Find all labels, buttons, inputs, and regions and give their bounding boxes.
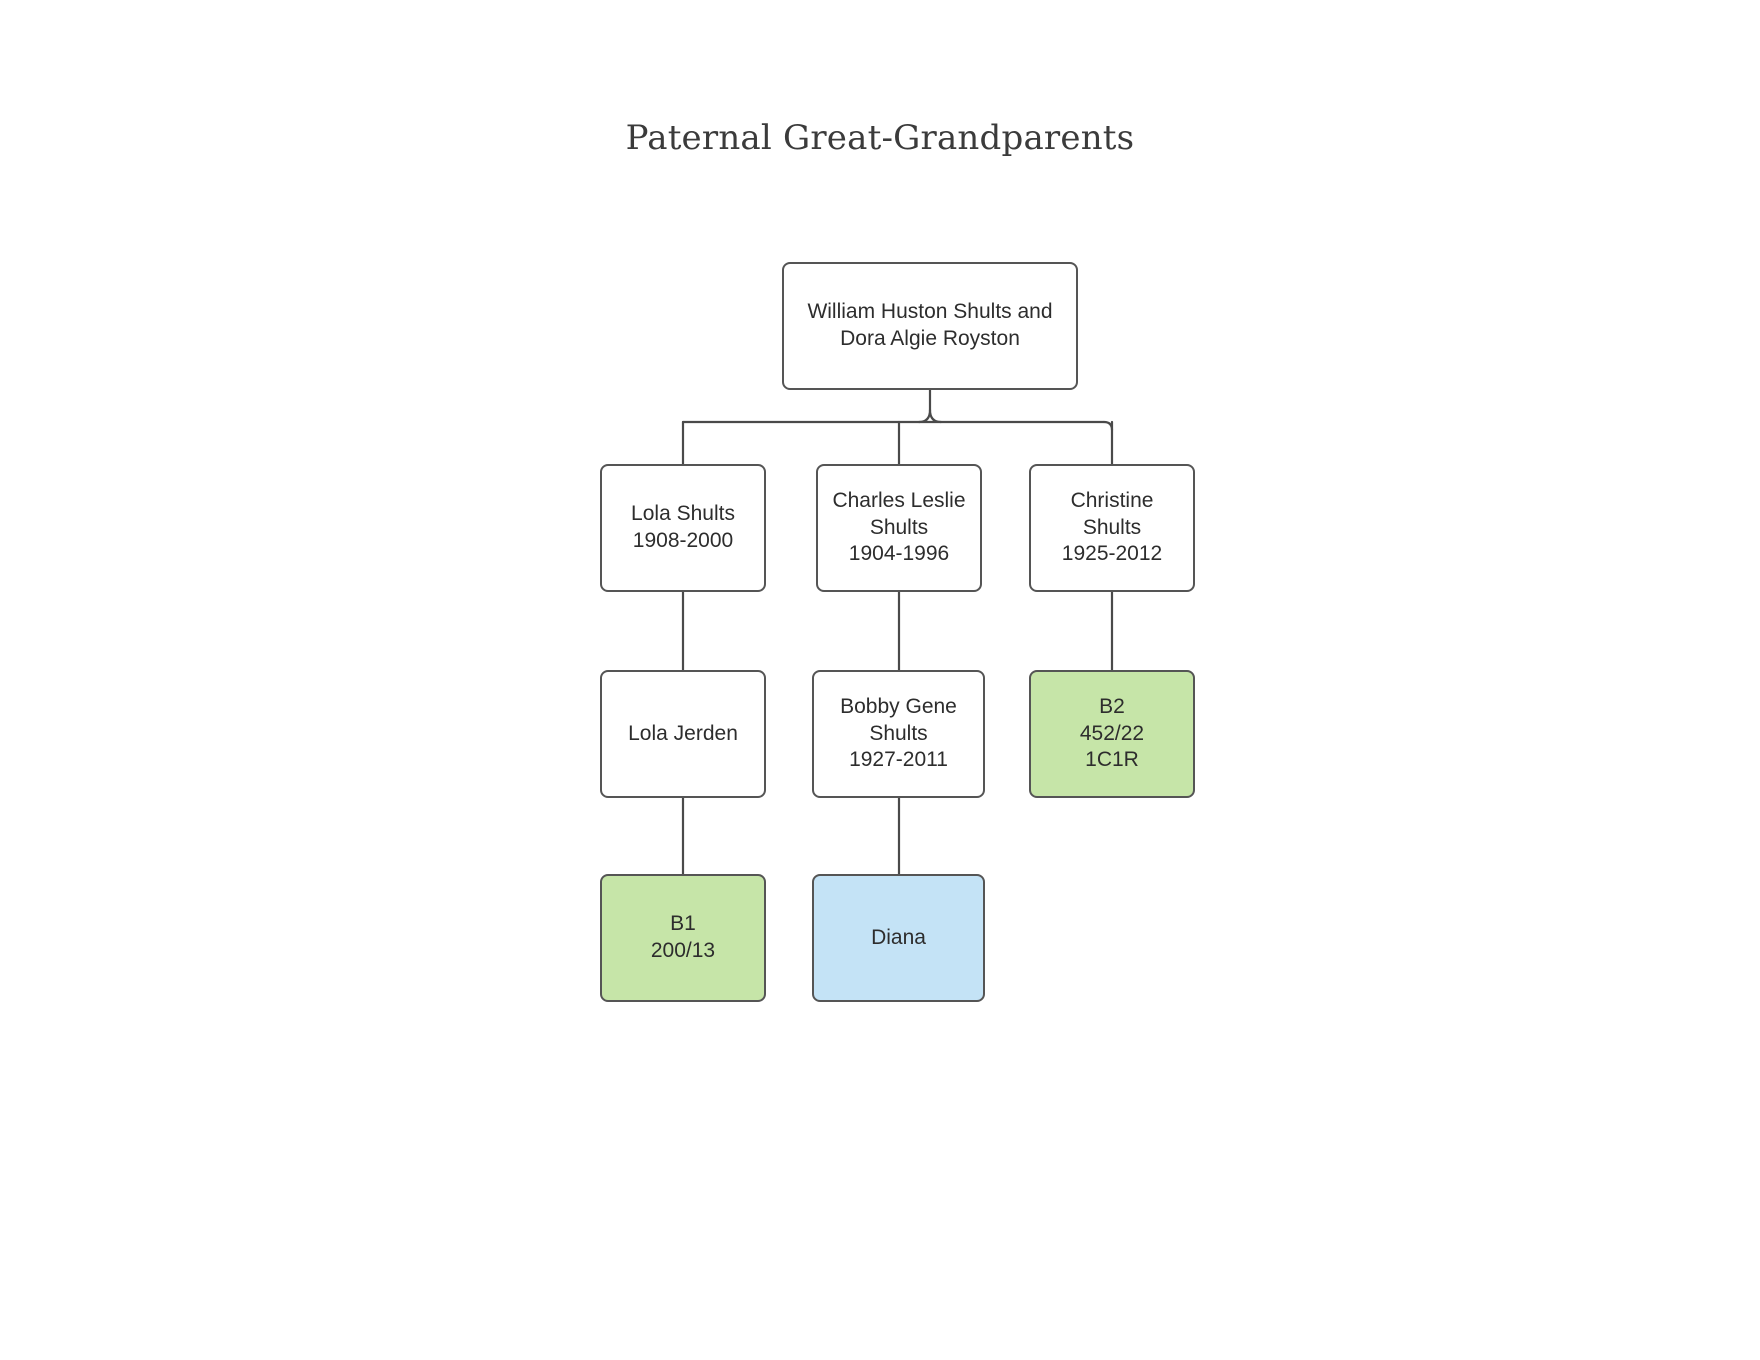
node-b2-match: 452/22 <box>1079 721 1145 745</box>
page-title: Paternal Great-Grandparents <box>625 118 1135 158</box>
node-charles-dates: 1904-1996 <box>848 542 950 566</box>
node-b1-match: 200/13 <box>650 939 716 962</box>
edge-bus-joint-left <box>917 408 932 424</box>
node-root-line1: William Huston Shults and <box>807 300 1053 324</box>
node-lola-shults[interactable]: Lola Shults 1908-2000 <box>600 464 766 592</box>
node-bobby-gene-shults[interactable]: Bobby Gene Shults 1927-2011 <box>812 670 985 798</box>
node-bobby-line2: Shults <box>869 721 928 745</box>
node-william-huston-shults-and-dora-algie-royston[interactable]: William Huston Shults and Dora Algie Roy… <box>782 262 1078 390</box>
node-christine-dates: 1925-2012 <box>1061 542 1163 566</box>
node-christine-line1: Christine <box>1070 488 1154 512</box>
node-charles-line1: Charles Leslie <box>832 488 966 512</box>
node-b2[interactable]: B2 452/22 1C1R <box>1029 670 1195 798</box>
node-bobby-dates: 1927-2011 <box>849 748 948 772</box>
edge-bus-corner-right <box>1102 420 1114 432</box>
node-bobby-line1: Bobby Gene <box>840 694 957 718</box>
node-diana-label: Diana <box>871 925 926 949</box>
node-charles-leslie-shults[interactable]: Charles Leslie Shults 1904-1996 <box>816 464 982 592</box>
node-b1[interactable]: B1 200/13 <box>600 874 766 1002</box>
node-lola-jerden[interactable]: Lola Jerden <box>600 670 766 798</box>
node-b2-relationship: 1C1R <box>1085 748 1139 772</box>
node-b2-label: B2 <box>1099 694 1125 718</box>
node-lola-shults-name: Lola Shults <box>631 502 735 526</box>
node-diana[interactable]: Diana <box>812 874 985 1002</box>
node-b1-label: B1 <box>670 912 696 936</box>
edge-bus-joint-right <box>928 408 943 424</box>
node-root-line2: Dora Algie Royston <box>840 327 1020 350</box>
node-christine-shults[interactable]: Christine Shults 1925-2012 <box>1029 464 1195 592</box>
node-lola-jerden-name: Lola Jerden <box>628 721 738 745</box>
node-christine-line2: Shults <box>1082 515 1142 539</box>
node-lola-shults-dates: 1908-2000 <box>632 529 734 552</box>
node-charles-line2: Shults <box>869 515 929 539</box>
